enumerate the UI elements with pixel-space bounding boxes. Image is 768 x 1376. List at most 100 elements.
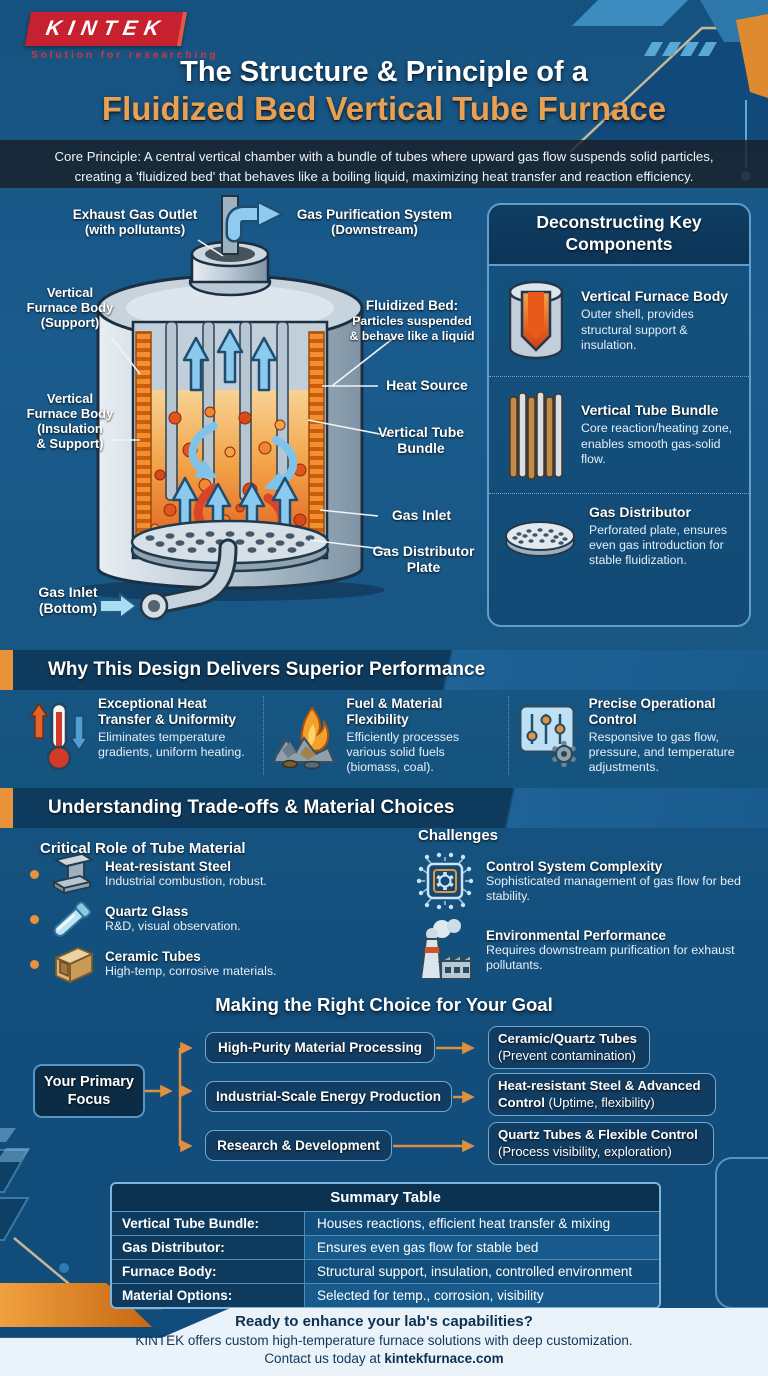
performance-item-text: Fuel & Material Flexibility Efficiently … — [346, 696, 460, 775]
furnace-cutaway-diagram — [75, 195, 397, 621]
furnace-body-icon — [501, 276, 571, 366]
key-components-panel: Deconstructing Key Components Vertical F… — [487, 203, 751, 627]
bullet-dot — [30, 914, 39, 924]
thermometer-icon — [28, 696, 90, 772]
material-item-steel: Heat-resistant Steel Industrial combusti… — [30, 852, 390, 896]
performance-item-text: Exceptional Heat Transfer & Uniformity E… — [98, 696, 245, 760]
heating-element-right — [308, 331, 325, 555]
primary-focus-box: Your Primary Focus — [33, 1064, 145, 1118]
goal-box-research: Research & Development — [205, 1130, 392, 1161]
result-box-steel-control: Heat-resistant Steel & Advanced Control … — [488, 1073, 716, 1116]
heating-element-left — [135, 331, 152, 555]
challenge-item-text: Control System Complexity Sophisticated … — [486, 858, 741, 903]
table-row-label: Vertical Tube Bundle: — [112, 1212, 304, 1235]
components-panel-title: Deconstructing Key Components — [489, 205, 749, 266]
result-box-ceramic-quartz: Ceramic/Quartz Tubes (Prevent contaminat… — [488, 1026, 650, 1069]
component-item-text: Vertical Tube Bundle Core reaction/heati… — [581, 402, 733, 466]
summary-table: Summary Table Vertical Tube Bundle: Hous… — [110, 1182, 661, 1309]
label-heat-source: Heat Source — [386, 377, 468, 393]
steel-beam-icon — [48, 852, 96, 896]
core-principle-banner: Core Principle: A central vertical chamb… — [0, 140, 768, 188]
performance-item-heat-transfer: Exceptional Heat Transfer & Uniformity E… — [20, 696, 263, 775]
component-item-furnace-body: Vertical Furnace Body Outer shell, provi… — [489, 266, 749, 376]
material-item-text: Ceramic Tubes High-temp, corrosive mater… — [105, 949, 277, 979]
tradeoffs-section-band: Understanding Trade-offs & Material Choi… — [0, 788, 768, 828]
table-row: Material Options: Selected for temp., co… — [112, 1283, 659, 1307]
fuel-flame-icon — [272, 696, 338, 772]
goal-box-industrial: Industrial-Scale Energy Production — [205, 1081, 452, 1112]
challenge-item-environmental: Environmental Performance Requires downs… — [414, 917, 759, 983]
table-row-value: Selected for temp., corrosion, visibilit… — [304, 1284, 659, 1307]
orange-accent-bar — [0, 650, 13, 690]
label-exhaust-outlet: Exhaust Gas Outlet (with pollutants) — [72, 207, 198, 237]
ceramic-tube-icon — [48, 942, 96, 986]
table-row: Gas Distributor: Ensures even gas flow f… — [112, 1235, 659, 1259]
choice-section-title: Making the Right Choice for Your Goal — [215, 994, 553, 1015]
core-principle-line2: creating a 'fluidized bed' that behaves … — [74, 169, 694, 185]
factory-icon — [414, 917, 476, 983]
performance-item-fuel-flexibility: Fuel & Material Flexibility Efficiently … — [263, 696, 507, 776]
component-item-text: Gas Distributor Perforated plate, ensure… — [589, 503, 728, 568]
bullet-dot — [30, 869, 39, 879]
challenges-column-title: Challenges — [418, 827, 499, 844]
material-item-text: Quartz Glass R&D, visual observation. — [105, 904, 241, 934]
kintek-logo: KINTEK Solution for researching — [25, 12, 219, 61]
label-tube-bundle: Vertical Tube Bundle — [377, 424, 465, 457]
page-title-line2: Fluidized Bed Vertical Tube Furnace — [101, 90, 667, 127]
material-item-ceramic: Ceramic Tubes High-temp, corrosive mater… — [30, 942, 390, 986]
challenge-item-text: Environmental Performance Requires downs… — [486, 927, 735, 972]
label-connector-lines — [111, 239, 397, 551]
gear-glyph — [551, 741, 576, 767]
performance-items-row: Exceptional Heat Transfer & Uniformity E… — [20, 696, 752, 776]
label-gas-inlet-side: Gas Inlet — [391, 507, 452, 523]
chip-gear-icon — [414, 850, 476, 912]
page-title-line1: The Structure & Principle of a — [180, 56, 588, 88]
orange-accent-bar — [0, 788, 13, 828]
core-principle-line1: Core Principle: A central vertical chamb… — [54, 149, 714, 164]
material-item-quartz: Quartz Glass R&D, visual observation. — [30, 897, 390, 941]
label-gas-distributor-plate: Gas Distributor Plate — [372, 543, 475, 576]
tube-bundle-icon — [501, 387, 571, 483]
exhaust-flow-arrow — [257, 200, 285, 228]
material-item-text: Heat-resistant Steel Industrial combusti… — [105, 859, 267, 889]
component-item-text: Vertical Furnace Body Outer shell, provi… — [581, 288, 729, 352]
component-item-tube-bundle: Vertical Tube Bundle Core reaction/heati… — [489, 375, 749, 493]
performance-section-band: Why This Design Delivers Superior Perfor… — [0, 650, 768, 690]
label-furnace-body-support: Vertical Furnace Body (Support) — [26, 285, 114, 330]
table-row-label: Gas Distributor: — [112, 1236, 304, 1259]
table-row: Vertical Tube Bundle: Houses reactions, … — [112, 1212, 659, 1235]
performance-section-title: Why This Design Delivers Superior Perfor… — [48, 659, 486, 680]
goal-box-high-purity: High-Purity Material Processing — [205, 1032, 435, 1063]
website-link[interactable]: kintekfurnace.com — [384, 1351, 504, 1366]
performance-item-text: Precise Operational Control Responsive t… — [588, 696, 735, 775]
table-row-label: Material Options: — [112, 1284, 304, 1307]
bottom-inlet-pipe — [99, 538, 238, 621]
table-row-value: Houses reactions, efficient heat transfe… — [304, 1212, 659, 1235]
summary-table-title: Summary Table — [112, 1184, 659, 1212]
footer-subline: KINTEK offers custom high-temperature fu… — [135, 1333, 633, 1348]
upflow-arrows-top — [182, 328, 278, 392]
label-furnace-body-insulation: Vertical Furnace Body (Insulation & Supp… — [26, 391, 114, 451]
footer-headline: Ready to enhance your lab's capabilities… — [235, 1313, 533, 1330]
quartz-tube-icon — [48, 897, 96, 941]
label-gas-purification: Gas Purification System (Downstream) — [296, 207, 453, 237]
table-row-label: Furnace Body: — [112, 1260, 304, 1283]
plate-holes — [145, 531, 315, 553]
kintek-logo-text: KINTEK — [25, 12, 188, 46]
control-panel-icon — [517, 696, 581, 770]
component-item-gas-distributor: Gas Distributor Perforated plate, ensure… — [489, 492, 749, 579]
table-row-value: Structural support, insulation, controll… — [304, 1260, 659, 1283]
table-row-value: Ensures even gas flow for stable bed — [304, 1236, 659, 1259]
challenge-item-control-complexity: Control System Complexity Sophisticated … — [414, 850, 759, 912]
tradeoffs-section-title: Understanding Trade-offs & Material Choi… — [48, 797, 455, 818]
gas-inlet-arrow — [99, 592, 138, 620]
label-gas-inlet-bottom: Gas Inlet (Bottom) — [38, 584, 98, 617]
result-box-quartz-flexible: Quartz Tubes & Flexible Control (Process… — [488, 1122, 714, 1165]
footer-contact-line: Contact us today at kintekfurnace.com — [264, 1351, 504, 1366]
table-row: Furnace Body: Structural support, insula… — [112, 1259, 659, 1283]
kintek-tagline: Solution for researching — [31, 50, 219, 61]
label-fluidized-bed: Fluidized Bed: Particles suspended & beh… — [349, 298, 475, 343]
bullet-dot — [30, 959, 39, 969]
materials-column-title: Critical Role of Tube Material — [40, 840, 246, 857]
